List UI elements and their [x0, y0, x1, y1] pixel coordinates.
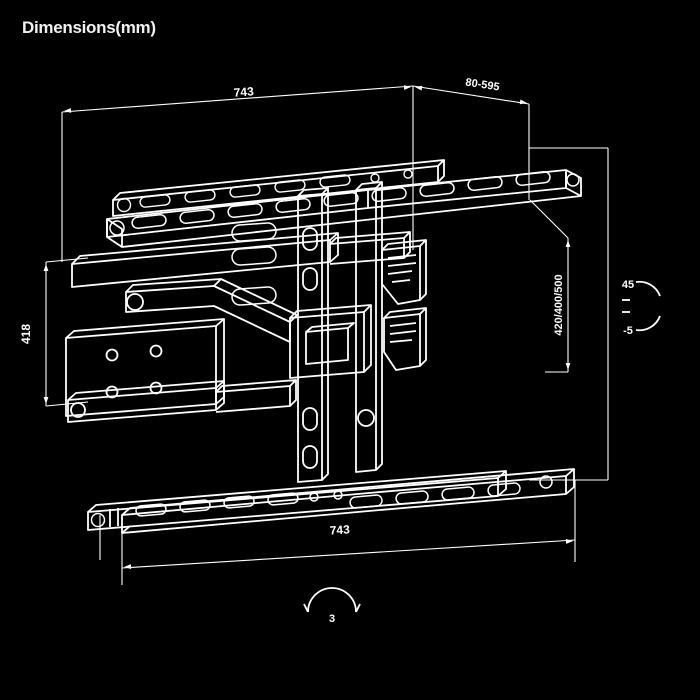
bottom-rail-front-slots — [90, 490, 343, 528]
label-bottom-angle: 3 — [329, 613, 335, 625]
center-post-rear — [355, 181, 383, 473]
bottom-wall-rail-front — [87, 470, 507, 531]
center-post — [297, 187, 329, 483]
bottom-wall-rail-rear — [121, 468, 575, 534]
bottom-angle-arc — [303, 587, 361, 613]
label-top-right-depth: 80-595 — [465, 76, 501, 93]
extension-lines — [45, 85, 609, 585]
upper-extension-arm — [71, 231, 411, 288]
vesa-left-plate — [65, 318, 225, 417]
label-right-upper-angle: 45 — [622, 279, 634, 291]
label-right-lower-angle: -5 — [623, 325, 633, 337]
tilt-head-assembly — [289, 304, 372, 379]
side-slot-plates — [231, 222, 277, 306]
page-title: Dimensions(mm) — [22, 18, 156, 37]
pivot-knuckle-lower — [383, 307, 427, 371]
label-right-height: 420/400/500 — [553, 274, 565, 335]
top-front-rail-slots — [116, 169, 413, 213]
top-rail-slots — [109, 170, 580, 236]
label-left-height: 418 — [19, 324, 33, 344]
right-angle-arcs — [622, 280, 661, 332]
top-front-rail — [112, 159, 445, 217]
label-bottom-width: 743 — [329, 522, 350, 537]
label-top-width: 743 — [233, 84, 254, 99]
lower-arm-bar — [67, 379, 297, 423]
pivot-knuckle-upper — [381, 239, 427, 305]
